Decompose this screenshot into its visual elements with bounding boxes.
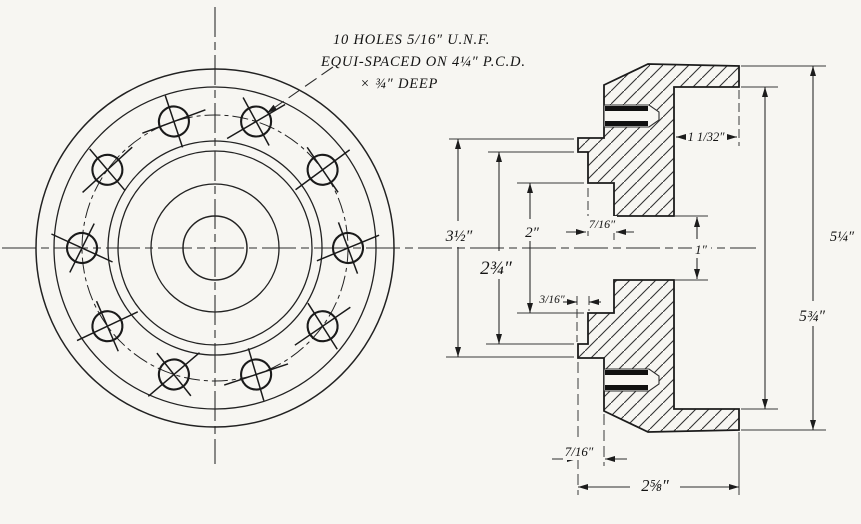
section-upper-hatch (578, 64, 739, 216)
bolt-hole (147, 352, 200, 397)
bolt-hole (295, 146, 351, 193)
step-diameter-circle (117, 150, 313, 346)
section-lower-hatch (578, 280, 739, 432)
bolt-hole (223, 348, 289, 401)
note-line-3: × ¾″ DEEP (360, 76, 438, 92)
section-upper-outline (577, 63, 740, 217)
bolt-hole (316, 222, 380, 274)
bolt-holes (51, 95, 380, 401)
dim-boss-diameter: 3½″ (436, 138, 574, 358)
spigot-diameter-circle (150, 183, 280, 313)
section-view (577, 63, 740, 433)
bolt-hole (294, 302, 351, 350)
dim-label-spigot-diameter: 2″ (525, 225, 540, 241)
dim-recess-depth: 1 1/32″ (676, 90, 740, 146)
dim-step-depth-upper: 7/16″ (566, 188, 634, 240)
leader-arrowhead (267, 104, 277, 113)
dim-label-outside-diameter: 5¾″ (799, 308, 825, 325)
bolt-hole (76, 300, 139, 352)
dim-overall-width: 2⅝″ (578, 432, 740, 495)
dim-label-boss-projection: 7/16″ (565, 444, 594, 459)
dim-recess-diameter: 5¼″ (741, 86, 855, 410)
bore-circle (182, 215, 248, 281)
tapped-hole-upper (603, 104, 660, 128)
note-line-1: 10 HOLES 5/16″ U.N.F. (333, 32, 490, 48)
bolt-hole (82, 146, 133, 194)
leader-line (270, 66, 334, 111)
tapped-hole-lower (603, 368, 660, 392)
front-view (35, 68, 395, 428)
hole-note: 10 HOLES 5/16″ U.N.F. EQUI-SPACED ON 4¼″… (267, 32, 526, 113)
dim-bore-diameter: 1″ (674, 215, 711, 281)
dim-label-step-depth-small: 3/16″ (538, 294, 564, 306)
section-lower-outline (577, 279, 740, 433)
boss-diameter-circle (107, 140, 323, 356)
note-line-2: EQUI-SPACED ON 4¼″ P.C.D. (320, 54, 526, 70)
bolt-hole (51, 223, 113, 273)
recess-diameter-circle (53, 86, 377, 410)
centerlines (2, 7, 756, 464)
dim-spigot-diameter: 2″ (517, 182, 584, 314)
dim-label-bore-diameter: 1″ (695, 242, 708, 257)
dim-step-diameter: 2¾″ (472, 151, 574, 345)
dim-outside-diameter: 5¾″ (741, 65, 832, 431)
bolt-hole (226, 97, 286, 146)
outside-diameter-circle (35, 68, 395, 428)
dim-label-boss-diameter: 3½″ (445, 228, 473, 245)
dim-label-recess-diameter: 5¼″ (830, 229, 855, 245)
dim-label-recess-depth: 1 1/32″ (688, 130, 726, 144)
dim-label-step-diameter: 2¾″ (480, 258, 513, 279)
dim-label-overall-width: 2⅝″ (641, 476, 670, 495)
bolt-hole (142, 95, 206, 148)
dim-step-depth-small: 3/16″ (538, 294, 601, 342)
dim-label-step-depth-upper: 7/16″ (589, 217, 616, 231)
dim-boss-projection: 7/16″ (552, 362, 627, 495)
